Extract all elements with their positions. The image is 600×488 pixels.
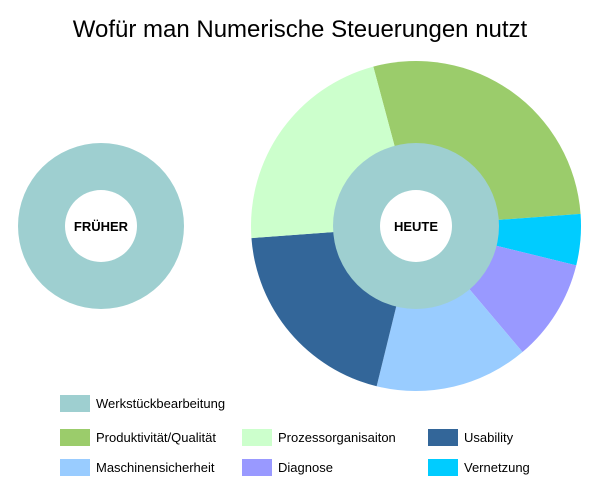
legend-item-diagnose: Diagnose — [242, 458, 333, 476]
donut-hole — [380, 190, 452, 262]
legend-item-maschinensicherheit: Maschinensicherheit — [60, 458, 215, 476]
heute-donut: HEUTE — [250, 60, 582, 392]
legend-label: Werkstückbearbeitung — [96, 395, 226, 411]
legend-swatch — [242, 458, 272, 476]
legend-swatch — [60, 428, 90, 446]
legend-swatch — [428, 458, 458, 476]
legend-label: Vernetzung — [464, 459, 530, 475]
legend-item-produktivitaet-qualitaet: Produktivität/Qualität — [60, 428, 216, 446]
donut-hole — [65, 190, 137, 262]
legend-swatch — [428, 428, 458, 446]
legend-item-werkstueckbearbeitung: Werkstückbearbeitung — [60, 394, 225, 412]
frueher-donut: FRÜHER — [18, 143, 184, 309]
legend-label: Produktivität/Qualität — [96, 429, 216, 445]
legend-label: Usability — [464, 429, 514, 445]
legend-item-vernetzung: Vernetzung — [428, 458, 530, 476]
legend-label: Diagnose — [278, 459, 333, 475]
chart-title: Wofür man Numerische Steuerungen nutzt — [72, 16, 528, 43]
legend-swatch — [242, 428, 272, 446]
legend-item-usability: Usability — [428, 428, 513, 446]
legend-swatch — [60, 458, 90, 476]
legend-label: Prozessorganisaiton — [278, 429, 396, 445]
donut-center-label: FRÜHER — [74, 219, 129, 234]
legend-item-prozessorganisaiton: Prozessorganisaiton — [242, 428, 396, 446]
donut-center-label: HEUTE — [394, 219, 438, 234]
legend-label: Maschinensicherheit — [96, 459, 215, 475]
legend-swatch — [60, 394, 90, 412]
